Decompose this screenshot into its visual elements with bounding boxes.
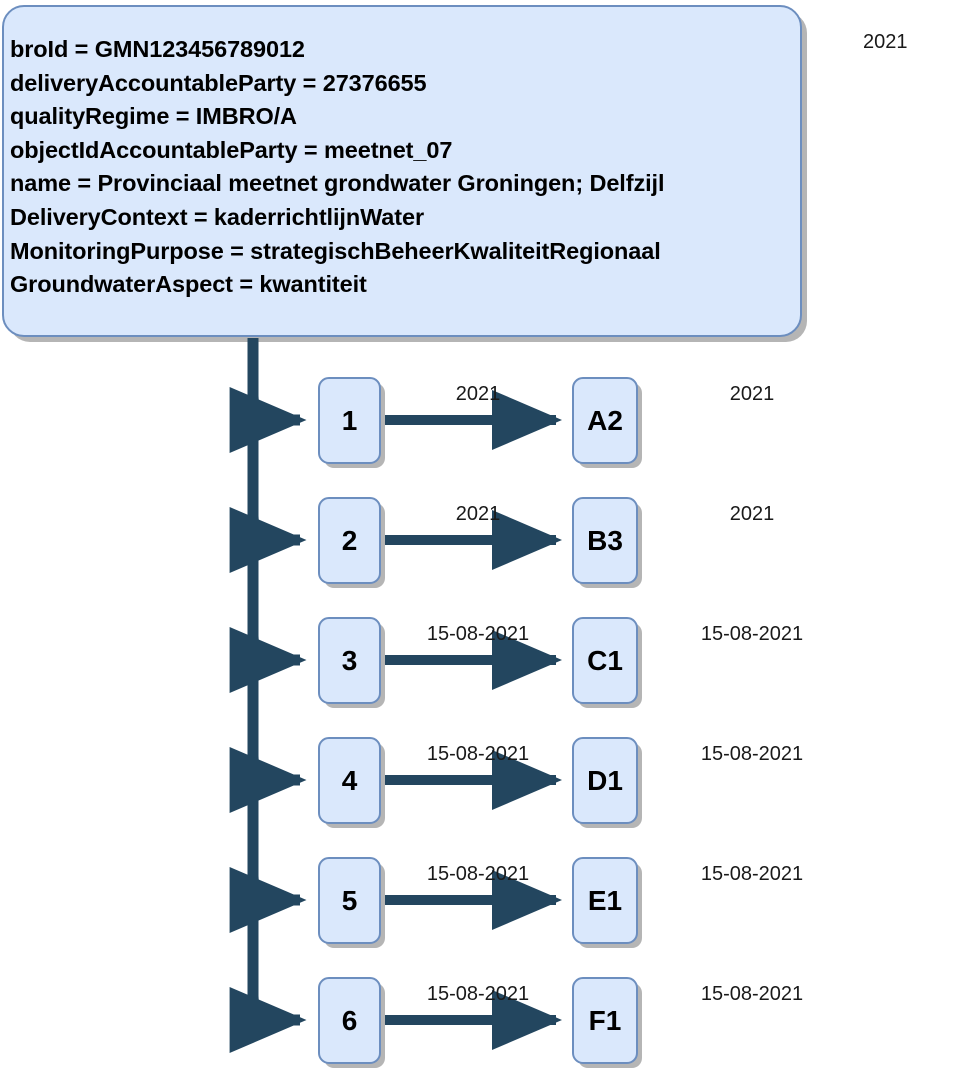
attribute-line-name: name = Provinciaal meetnet grondwater Gr… (10, 170, 665, 197)
measuring-point-row: 1 2021 A2 2021 (0, 360, 960, 480)
measuring-point-row: 6 15-08-2021 F1 15-08-2021 (0, 960, 960, 1080)
source-node[interactable]: 4 (318, 737, 381, 824)
target-node[interactable]: B3 (572, 497, 638, 584)
corner-year-label: 2021 (863, 31, 908, 53)
edge-label: 15-08-2021 (426, 623, 530, 645)
edge-label: 2021 (455, 503, 501, 525)
source-node[interactable]: 1 (318, 377, 381, 464)
measuring-point-row: 3 15-08-2021 C1 15-08-2021 (0, 600, 960, 720)
row-date-label: 2021 (729, 503, 775, 525)
attribute-line-objectidaccountableparty: objectIdAccountableParty = meetnet_07 (10, 136, 453, 163)
row-date-label: 15-08-2021 (700, 623, 804, 645)
source-node[interactable]: 6 (318, 977, 381, 1064)
edge-label: 15-08-2021 (426, 983, 530, 1005)
source-node[interactable]: 2 (318, 497, 381, 584)
attribute-line-broid: broId = GMN123456789012 (10, 36, 305, 62)
gmn-attribute-box: broId = GMN123456789012 deliveryAccounta… (2, 5, 802, 337)
target-node[interactable]: A2 (572, 377, 638, 464)
source-node[interactable]: 3 (318, 617, 381, 704)
row-date-label: 15-08-2021 (700, 863, 804, 885)
edge-label: 15-08-2021 (426, 863, 530, 885)
row-date-label: 2021 (729, 383, 775, 405)
measuring-point-row: 2 2021 B3 2021 (0, 480, 960, 600)
target-node[interactable]: D1 (572, 737, 638, 824)
attribute-line-deliveryaccountableparty: deliveryAccountableParty = 27376655 (10, 69, 427, 96)
edge-label: 15-08-2021 (426, 743, 530, 765)
measuring-point-row: 4 15-08-2021 D1 15-08-2021 (0, 720, 960, 840)
row-date-label: 15-08-2021 (700, 743, 804, 765)
edge-label: 2021 (455, 383, 501, 405)
target-node[interactable]: F1 (572, 977, 638, 1064)
attribute-line-groundwateraspect: GroundwaterAspect = kwantiteit (10, 271, 367, 298)
row-date-label: 15-08-2021 (700, 983, 804, 1005)
target-node[interactable]: C1 (572, 617, 638, 704)
gmn-attribute-list: broId = GMN123456789012 deliveryAccounta… (10, 33, 792, 302)
measuring-point-row: 5 15-08-2021 E1 15-08-2021 (0, 840, 960, 960)
attribute-line-deliverycontext: DeliveryContext = kaderrichtlijnWater (10, 203, 424, 230)
target-node[interactable]: E1 (572, 857, 638, 944)
attribute-line-qualityregime: qualityRegime = IMBRO/A (10, 103, 297, 130)
attribute-line-monitoringpurpose: MonitoringPurpose = strategischBeheerKwa… (10, 237, 661, 264)
source-node[interactable]: 5 (318, 857, 381, 944)
